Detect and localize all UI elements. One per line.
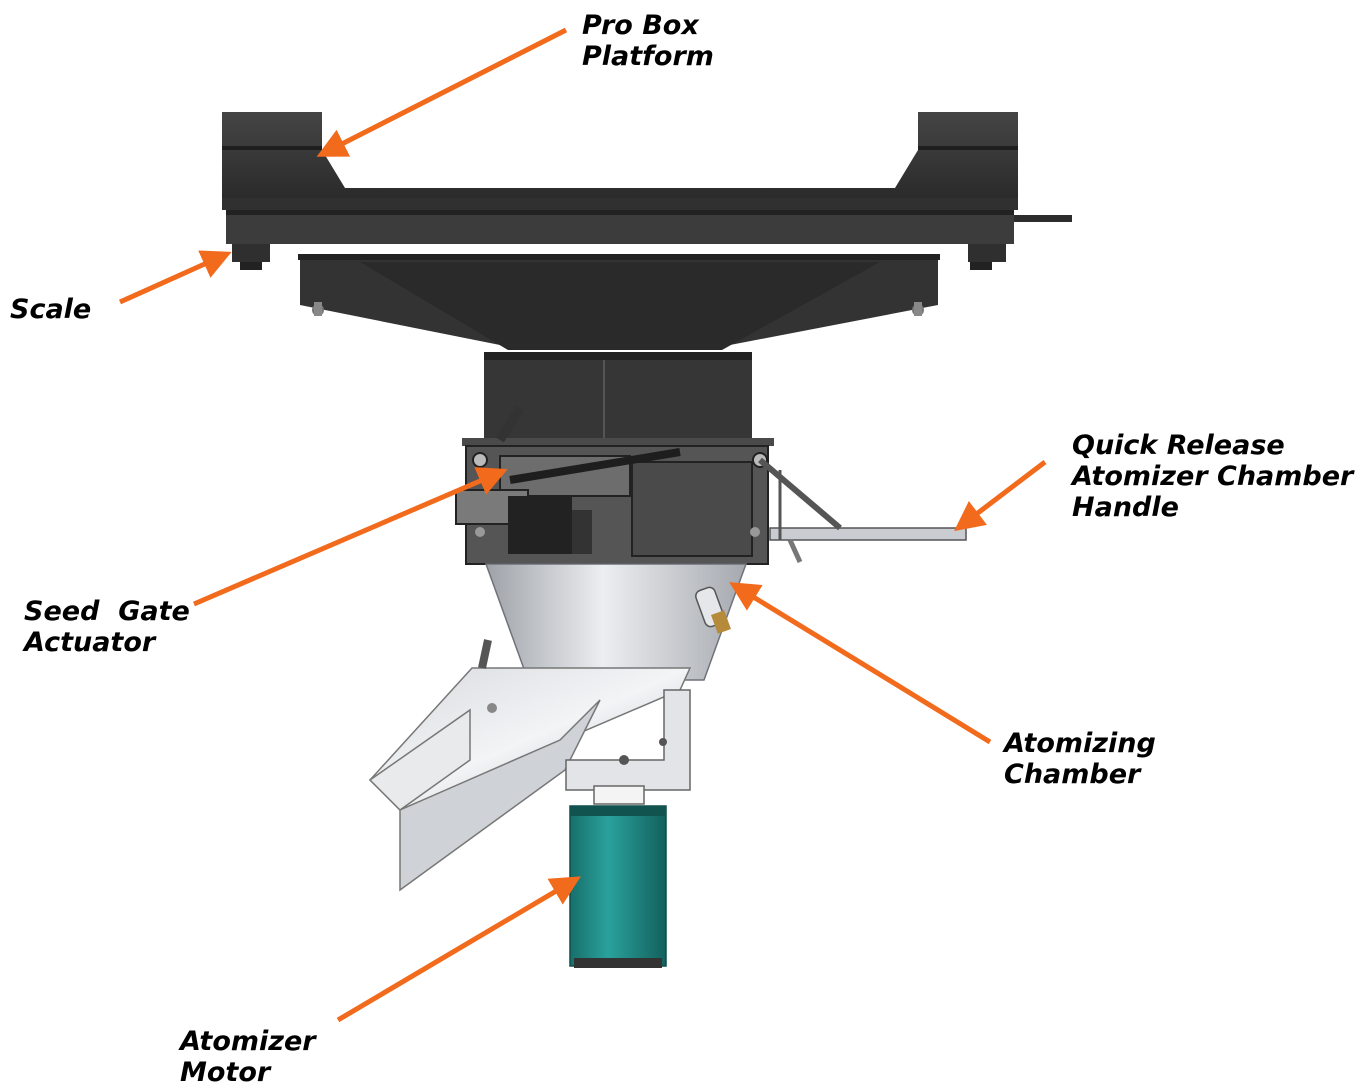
- label-line: Quick Release: [1072, 430, 1285, 461]
- label-seed-gate-actuator: Seed Gate Actuator: [24, 596, 190, 658]
- arrow-atomizing-chamber: [729, 582, 992, 745]
- atomizing-chamber: [484, 563, 748, 681]
- label-line: Seed Gate: [24, 596, 190, 627]
- label-line: Chamber: [1004, 759, 1141, 790]
- arrow-scale: [118, 250, 232, 305]
- arrow-atomizer-motor: [336, 876, 581, 1023]
- seed-gate-housing: [455, 405, 769, 565]
- label-line: Scale: [10, 294, 92, 325]
- pro-box-platform: [222, 112, 1072, 270]
- label-line: Atomizer Chamber: [1072, 461, 1354, 492]
- arrow-quick-release: [954, 460, 1047, 532]
- label-line: Handle: [1072, 492, 1179, 523]
- label-quick-release: Quick Release Atomizer Chamber Handle: [1072, 430, 1353, 523]
- label-line: Atomizing: [1004, 728, 1156, 759]
- callout-arrows: [118, 27, 1047, 1023]
- atomizer-motor: [569, 805, 667, 968]
- label-line: Atomizer: [180, 1026, 316, 1057]
- discharge-chute: [368, 639, 692, 892]
- label-atomizer-motor: Atomizer Motor: [180, 1026, 316, 1088]
- quick-release-handle: [758, 457, 967, 564]
- label-scale: Scale: [10, 294, 91, 325]
- label-line: Actuator: [24, 627, 156, 658]
- cylinder-housing: [462, 352, 774, 446]
- label-pro-box-platform: Pro Box Platform: [582, 10, 714, 72]
- arrow-pro-box-platform: [316, 27, 568, 157]
- scale: [298, 254, 940, 350]
- arrow-seed-gate-actuator: [193, 467, 508, 607]
- label-line: Pro Box: [582, 10, 699, 41]
- motor-bracket: [565, 689, 691, 805]
- label-line: Platform: [582, 41, 714, 72]
- label-line: Motor: [180, 1057, 271, 1088]
- label-atomizing-chamber: Atomizing Chamber: [1004, 728, 1156, 790]
